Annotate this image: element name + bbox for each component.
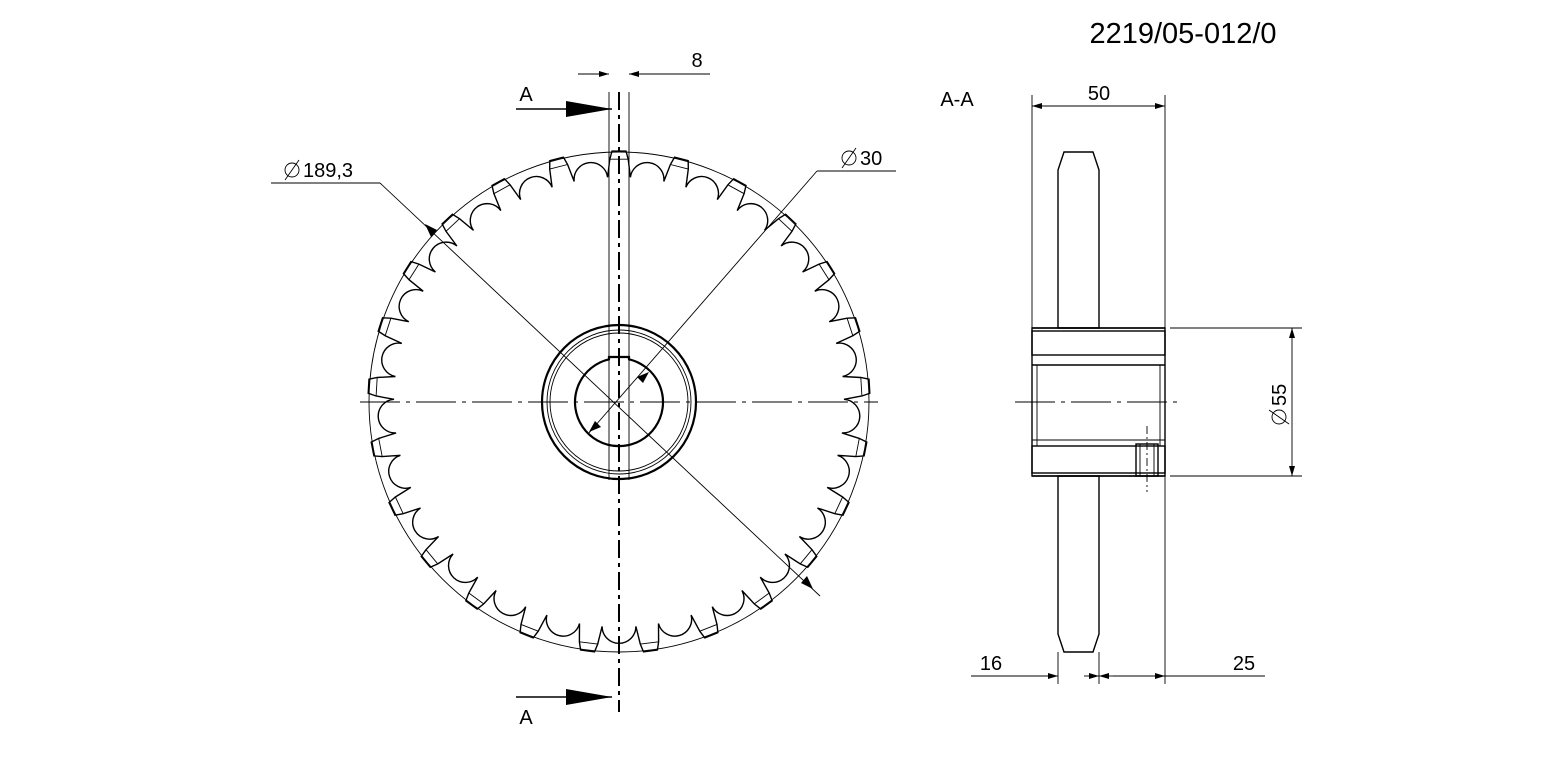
tooth-chamfer-line [445, 218, 460, 232]
tooth-chamfer-line [818, 263, 830, 280]
hub-length-value: 50 [1088, 83, 1110, 105]
tooth-chamfer-line [640, 641, 659, 645]
tip-dia-dimension-line [379, 182, 821, 597]
section-label-top: A [519, 84, 533, 106]
tooth-chamfer-line [493, 184, 511, 195]
tooth-chamfer-line [378, 438, 383, 457]
diameter-symbol-icon [284, 159, 300, 181]
bore-dia-arrow-lower [589, 421, 601, 432]
hub-dia-label: 55 [1268, 384, 1291, 425]
hub-wall-upper [1031, 330, 1166, 356]
hub-offset-value: 25 [1233, 653, 1255, 675]
tip-dia-arrow-upper [425, 224, 437, 237]
bore-diameter-value: 30 [860, 148, 882, 170]
tip-dia-arrow-lower [801, 576, 813, 589]
plate-section-upper [1057, 151, 1100, 329]
tooth-chamfer-line [520, 623, 539, 632]
tooth-chamfer-line [394, 496, 404, 514]
tooth-chamfer-line [799, 549, 813, 565]
diameter-symbol-icon [841, 147, 857, 169]
tooth-chamfer-line [846, 318, 854, 336]
tooth-chamfer-line [384, 318, 392, 336]
tooth-chamfers [375, 158, 863, 645]
tooth-chamfer-line [468, 592, 484, 605]
tooth-chamfer-line [699, 623, 718, 632]
section-arrow-bottom [566, 689, 612, 705]
diameter-symbol-icon [1268, 409, 1290, 425]
tooth-chamfer-line [727, 184, 745, 195]
plate-thickness-value: 16 [980, 653, 1002, 675]
tooth-chamfer-line [860, 377, 863, 397]
section-arrow-top [566, 101, 612, 117]
tooth-chamfer-line [579, 641, 598, 645]
tooth-chamfer-line [834, 496, 844, 514]
tooth-chamfer-line [408, 263, 420, 280]
tooth-chamfer-line [670, 164, 689, 170]
section-label-bottom: A [519, 707, 533, 729]
plate-section-lower [1057, 475, 1100, 653]
sprocket-front-view: A A 8 189,3 30 [271, 50, 896, 729]
tooth-chamfer-line [754, 592, 770, 605]
tooth-chamfer-line [549, 164, 568, 170]
tooth-chamfer-line [778, 218, 793, 232]
keyway-width-value: 8 [691, 50, 702, 72]
hub-wall-lower [1031, 445, 1166, 474]
drawing-number: 2219/05-012/0 [1089, 18, 1276, 50]
hub-diameter-value: 55 [1269, 384, 1291, 406]
bore-with-keyway [573, 355, 665, 448]
section-view-a-a: A-A 50 [940, 83, 1302, 684]
tooth-chamfer-line [375, 377, 378, 397]
tooth-chamfer-line [425, 549, 439, 565]
bore-dia-dimension-line [587, 170, 818, 435]
tip-diameter-value: 189,3 [303, 160, 353, 182]
section-view-label: A-A [940, 89, 974, 111]
tooth-chamfer-line [855, 438, 860, 457]
bore-dia-arrow-upper [637, 372, 649, 383]
sprocket-tooth-profile [367, 150, 871, 653]
